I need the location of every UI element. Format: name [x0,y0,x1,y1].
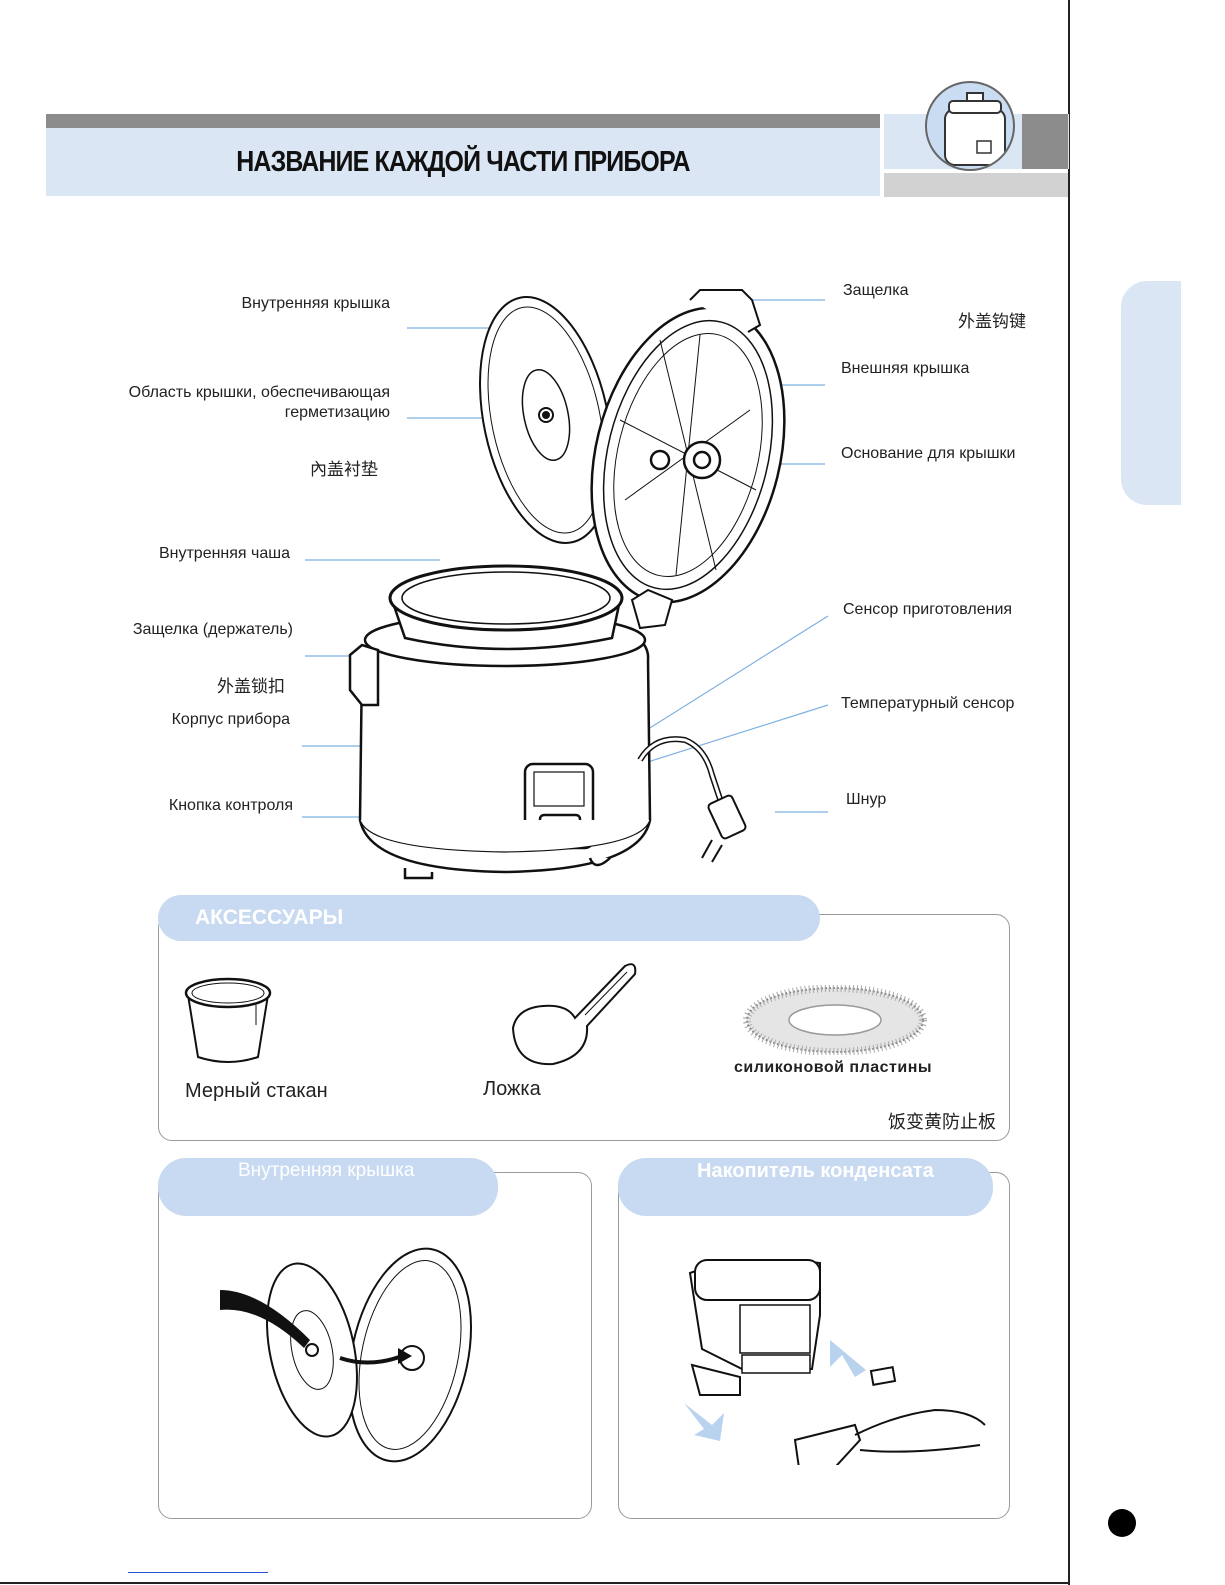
accessories-title: АКСЕССУАРЫ [195,906,344,929]
label-inner-lid: Внутренняя крышка [241,295,390,312]
label-temp-sensor: Температурный сенсор [841,695,1015,712]
accessories-header [158,895,820,941]
inner-lid-panel-title: Внутренняя крышка [238,1160,415,1181]
label-latch: Защелка [843,282,909,299]
page-title: НАЗВАНИЕ КАЖДОЙ ЧАСТИ ПРИБОРА [236,146,690,178]
cooker-body-icon [348,564,652,880]
label-latch-holder: Защелка (держатель) [132,621,293,638]
inner-lid-icon [479,296,613,544]
label-latch-cn: 外盖钩键 [958,312,1026,331]
inner-lid-removal-illustration [220,1247,473,1463]
power-cord-icon [637,736,747,863]
rice-cooker-diagram [302,289,829,880]
header-bar [46,114,880,128]
condensate-collector-illustration [684,1259,986,1465]
label-silicone-plate: силиконовой пластины [734,1059,933,1076]
side-tab[interactable] [1121,281,1181,505]
label-latch-holder-cn: 外盖锁扣 [217,677,285,696]
header-thumb-gray [1022,114,1068,169]
measuring-cup-icon [184,977,272,1063]
label-outer-lid: Внешняя крышка [841,360,970,377]
silicone-plate-icon [743,985,927,1055]
page-marker [1108,1509,1136,1537]
header-band [46,128,880,196]
label-seal-area: Область крышки, обеспечивающая герметиза… [128,384,390,421]
label-seal-area-cn: 內盖衬垫 [310,460,378,479]
label-silicone-plate-cn: 饭变黄防止板 [888,1112,996,1132]
label-inner-bowl: Внутренняя чаша [158,545,290,562]
right-margin-rule [1068,0,1070,1585]
label-body: Корпус прибора [171,711,290,728]
condensate-panel-header [618,1158,993,1216]
condensate-panel-title: Накопитель конденсата [697,1160,934,1182]
outer-lid-icon [590,289,786,630]
label-cord: Шнур [846,791,887,808]
label-lid-base: Основание для крышки [841,445,1016,462]
spoon-icon [511,963,637,1066]
label-control-button: Кнопка контроля [168,797,293,814]
inner-lid-panel-header [158,1158,498,1216]
label-cook-sensor: Сенсор приготовления [843,601,1013,618]
cooker-thumbnail-icon [925,81,1015,171]
bottom-link-line [128,1572,268,1573]
label-spoon: Ложка [483,1078,541,1100]
label-measuring-cup: Мерный стакан [185,1080,328,1102]
header-thumb-bar [884,173,1068,197]
bottom-rule [0,1582,1068,1584]
